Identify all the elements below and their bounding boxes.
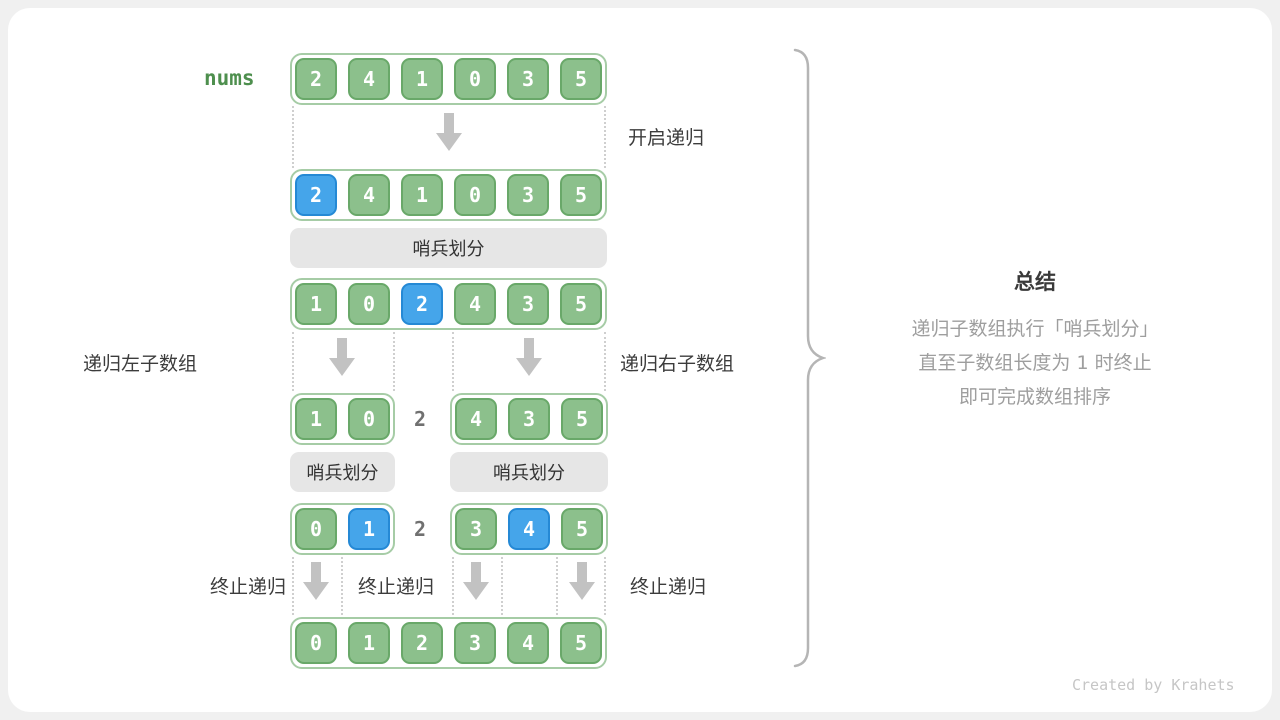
curly-brace xyxy=(793,48,826,668)
label-recurse-right: 递归右子数组 xyxy=(620,353,735,375)
array-cell: 2 xyxy=(295,174,337,216)
array-cell: 2 xyxy=(401,622,443,664)
summary-line: 递归子数组执行「哨兵划分」 xyxy=(911,318,1159,340)
summary-title: 总结 xyxy=(1014,270,1056,294)
dotted-connector xyxy=(292,557,294,615)
dotted-connector xyxy=(393,332,395,391)
array-cell: 3 xyxy=(454,622,496,664)
array-cell: 5 xyxy=(561,398,603,440)
array-cell: 4 xyxy=(454,283,496,325)
array-cell: 4 xyxy=(348,174,390,216)
array-cell: 0 xyxy=(454,58,496,100)
array-row-4-right: 4 3 5 xyxy=(450,393,608,445)
array-cell: 3 xyxy=(507,174,549,216)
dotted-connector xyxy=(604,106,606,168)
label-terminate-right: 终止递归 xyxy=(630,576,707,598)
down-arrow-icon xyxy=(303,562,329,600)
summary-line: 直至子数组长度为 1 时终止 xyxy=(918,352,1152,374)
dotted-connector xyxy=(341,557,343,615)
array-cell: 5 xyxy=(560,174,602,216)
array-cell: 3 xyxy=(507,58,549,100)
array-row-4-left: 1 0 xyxy=(290,393,395,445)
array-cell: 0 xyxy=(348,283,390,325)
credit-text: Created by Krahets xyxy=(1072,676,1235,694)
nums-label: nums xyxy=(204,66,255,90)
array-cell: 5 xyxy=(560,58,602,100)
summary-panel: 总结 递归子数组执行「哨兵划分」 直至子数组长度为 1 时终止 即可完成数组排序 xyxy=(845,266,1225,414)
dotted-connector xyxy=(604,332,606,391)
array-cell: 0 xyxy=(295,622,337,664)
dotted-connector xyxy=(292,106,294,168)
array-cell: 5 xyxy=(560,622,602,664)
array-row-2: 2 4 1 0 3 5 xyxy=(290,169,607,221)
array-cell: 1 xyxy=(401,58,443,100)
down-arrow-icon xyxy=(329,338,355,376)
array-cell: 4 xyxy=(348,58,390,100)
placed-pivot-value: 2 xyxy=(414,407,427,431)
dotted-connector xyxy=(556,557,558,615)
array-cell: 5 xyxy=(561,508,603,550)
label-terminate-mid: 终止递归 xyxy=(358,576,435,598)
dotted-connector xyxy=(604,557,606,615)
array-cell: 3 xyxy=(507,283,549,325)
partition-bar: 哨兵划分 xyxy=(290,228,607,268)
array-cell: 1 xyxy=(295,398,337,440)
array-cell: 1 xyxy=(401,174,443,216)
array-cell: 4 xyxy=(455,398,497,440)
label-start-recursion: 开启递归 xyxy=(628,127,705,149)
array-cell: 3 xyxy=(508,398,550,440)
array-cell: 1 xyxy=(348,622,390,664)
array-row-3: 1 0 2 4 3 5 xyxy=(290,278,607,330)
array-row-5-right: 3 4 5 xyxy=(450,503,608,555)
array-cell: 1 xyxy=(348,508,390,550)
array-cell: 2 xyxy=(295,58,337,100)
down-arrow-icon xyxy=(569,562,595,600)
array-row-6: 0 1 2 3 4 5 xyxy=(290,617,607,669)
partition-bar-left: 哨兵划分 xyxy=(290,452,395,492)
dotted-connector xyxy=(452,557,454,615)
partition-bar-right: 哨兵划分 xyxy=(450,452,608,492)
down-arrow-icon xyxy=(463,562,489,600)
array-cell: 2 xyxy=(401,283,443,325)
dotted-connector xyxy=(292,332,294,391)
placed-pivot-value: 2 xyxy=(414,517,427,541)
array-cell: 0 xyxy=(348,398,390,440)
array-cell: 1 xyxy=(295,283,337,325)
down-arrow-icon xyxy=(436,113,462,151)
array-cell: 4 xyxy=(508,508,550,550)
array-row-1: 2 4 1 0 3 5 xyxy=(290,53,607,105)
down-arrow-icon xyxy=(516,338,542,376)
summary-line: 即可完成数组排序 xyxy=(958,386,1111,408)
array-cell: 0 xyxy=(454,174,496,216)
array-cell: 3 xyxy=(455,508,497,550)
canvas-card xyxy=(8,8,1272,712)
array-cell: 0 xyxy=(295,508,337,550)
array-cell: 4 xyxy=(507,622,549,664)
label-recurse-left: 递归左子数组 xyxy=(83,353,198,375)
dotted-connector xyxy=(501,557,503,615)
array-row-5-left: 0 1 xyxy=(290,503,395,555)
label-terminate-left: 终止递归 xyxy=(210,576,287,598)
dotted-connector xyxy=(452,332,454,391)
array-cell: 5 xyxy=(560,283,602,325)
